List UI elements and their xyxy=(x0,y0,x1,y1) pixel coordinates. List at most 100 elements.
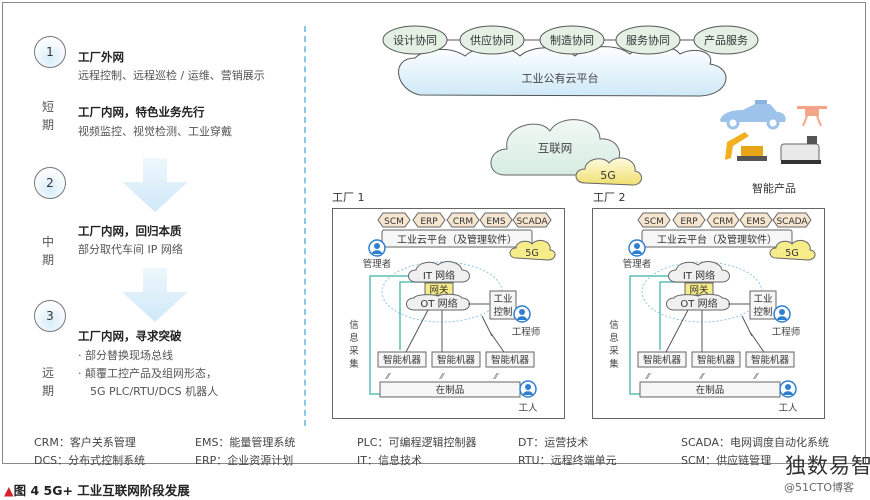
robot-vehicle-icon xyxy=(780,136,821,164)
engineer-label: 工程师 xyxy=(512,326,541,338)
worker-label: 工人 xyxy=(518,403,538,414)
worker-label: 工人 xyxy=(778,403,798,414)
period-short: 短 期 xyxy=(41,98,55,134)
service-label: 服务协同 xyxy=(626,33,670,47)
factory-2-label: 工厂 2 xyxy=(593,191,626,204)
software-hex xyxy=(637,212,671,228)
smart-machine-box xyxy=(745,351,795,368)
ot-network-cloud xyxy=(666,293,730,311)
engineer-avatar-icon xyxy=(513,305,531,323)
period-char: 期 xyxy=(41,118,54,132)
info-collect-char: 采 xyxy=(349,346,359,357)
legend-item: IT：信息技术 xyxy=(357,454,422,467)
legend-item: PLC：可编程逻辑控制器 xyxy=(357,436,477,449)
internet-label: 互联网 xyxy=(538,141,573,155)
software-hex xyxy=(739,212,773,228)
manager-label: 管理者 xyxy=(623,258,652,270)
smart-products-label: 智能产品 xyxy=(752,182,796,195)
fiveg-cloud-label: 5G xyxy=(600,169,616,182)
software-label: EMS xyxy=(746,217,765,227)
wip-label: 在制品 xyxy=(696,384,725,396)
info-collect-char: 息 xyxy=(609,332,619,344)
software-label: EMS xyxy=(486,217,505,227)
period-char: 短 xyxy=(41,100,54,114)
info-collect-char: 信 xyxy=(609,319,619,331)
smart-machine-box xyxy=(691,351,741,368)
drone-icon xyxy=(797,106,827,127)
caption-marker-icon: ▲ xyxy=(4,483,14,498)
software-label: SCM xyxy=(384,217,404,227)
legend-item: DT：运营技术 xyxy=(518,436,589,449)
period-long: 远 期 xyxy=(41,364,55,400)
wireless-link-icon xyxy=(481,315,505,353)
period-char: 中 xyxy=(41,235,54,249)
it-network-label: IT 网络 xyxy=(423,269,455,282)
period-char: 期 xyxy=(41,384,54,398)
info-collect-line xyxy=(369,275,437,395)
smart-machine-label: 智能机器 xyxy=(643,354,682,366)
watermark-source: @51CTO博客 xyxy=(784,481,855,494)
cloud-platform-bar xyxy=(641,229,793,248)
legend-item: DCS：分布式控制系统 xyxy=(34,454,146,467)
gateway-label: 网关 xyxy=(689,284,709,296)
industrial-control-box xyxy=(749,290,777,320)
software-hex xyxy=(772,212,812,228)
service-label: 供应协同 xyxy=(470,33,514,47)
software-label: SCADA xyxy=(516,217,548,227)
it-network-label: IT 网络 xyxy=(683,269,715,282)
service-label: 制造协同 xyxy=(550,33,594,47)
software-label: CRM xyxy=(453,217,473,227)
smart-machine-label: 智能机器 xyxy=(697,354,736,366)
software-hex xyxy=(512,212,552,228)
manager-avatar-icon xyxy=(368,239,386,257)
step-2-title: 工厂内网，回归本质 xyxy=(78,224,182,238)
machine-link xyxy=(665,309,689,353)
software-hex xyxy=(706,212,740,228)
cloud-platform-label: 工业云平台（及管理软件） xyxy=(657,233,777,246)
worker-avatar-icon xyxy=(519,380,537,398)
software-hex xyxy=(672,212,706,228)
machine-link xyxy=(405,309,429,353)
dashed-divider xyxy=(304,26,306,426)
service-label: 设计协同 xyxy=(393,33,437,47)
smart-machine-box xyxy=(637,351,687,368)
service-bubbles-svg: 设计协同 供应协同 制造协同 服务协同 产品服务 xyxy=(382,25,759,55)
wip-label: 在制品 xyxy=(436,384,465,396)
software-hex xyxy=(377,212,411,228)
down-arrow-icon xyxy=(122,268,188,322)
ot-network-label: OT 网络 xyxy=(680,297,717,310)
info-collect-char: 集 xyxy=(609,358,619,370)
period-char: 期 xyxy=(41,253,54,267)
down-arrow-icon xyxy=(122,158,188,212)
wireless-signal-icon: ⁄⁄ xyxy=(753,372,759,381)
legend-item: ERP：企业资源计划 xyxy=(195,454,294,467)
smart-machine-label: 智能机器 xyxy=(491,354,530,366)
wireless-signal-icon: ⁄⁄ xyxy=(699,372,705,381)
step-1-desc-b: 视频监控、视觉检测、工业穿戴 xyxy=(78,125,232,138)
service-bubble xyxy=(615,25,681,55)
worker-avatar-icon xyxy=(779,380,797,398)
fiveg-cloud xyxy=(509,239,556,261)
smart-machine-label: 智能机器 xyxy=(437,354,476,366)
legend-item: SCADA：电网调度自动化系统 xyxy=(681,436,829,449)
fiveg-label: 5G xyxy=(785,248,798,259)
step-3-title: 工厂内网，寻求突破 xyxy=(78,329,182,343)
wireless-signal-icon: ⁄⁄ xyxy=(385,372,391,381)
period-mid: 中 期 xyxy=(41,233,55,269)
service-bubble xyxy=(459,25,525,55)
manager-label: 管理者 xyxy=(363,258,392,270)
legend-item: SCM：供应链管理 xyxy=(681,454,772,467)
legend-item: EMS：能量管理系统 xyxy=(195,436,296,449)
step-1-badge: 1 xyxy=(34,36,66,68)
caption-text: 图 4 5G+ 工业互联网阶段发展 xyxy=(13,483,190,498)
public-cloud-label: 工业公有云平台 xyxy=(522,71,599,85)
factory-1-label: 工厂 1 xyxy=(332,191,365,204)
industrial-control-label: 控制 xyxy=(753,306,772,318)
figure-caption: ▲图 4 5G+ 工业互联网阶段发展 xyxy=(4,480,190,499)
service-label: 产品服务 xyxy=(704,33,748,47)
cloud-platform-bar xyxy=(381,229,533,248)
ot-network-label: OT 网络 xyxy=(420,297,457,310)
it-network-cloud xyxy=(668,261,730,283)
